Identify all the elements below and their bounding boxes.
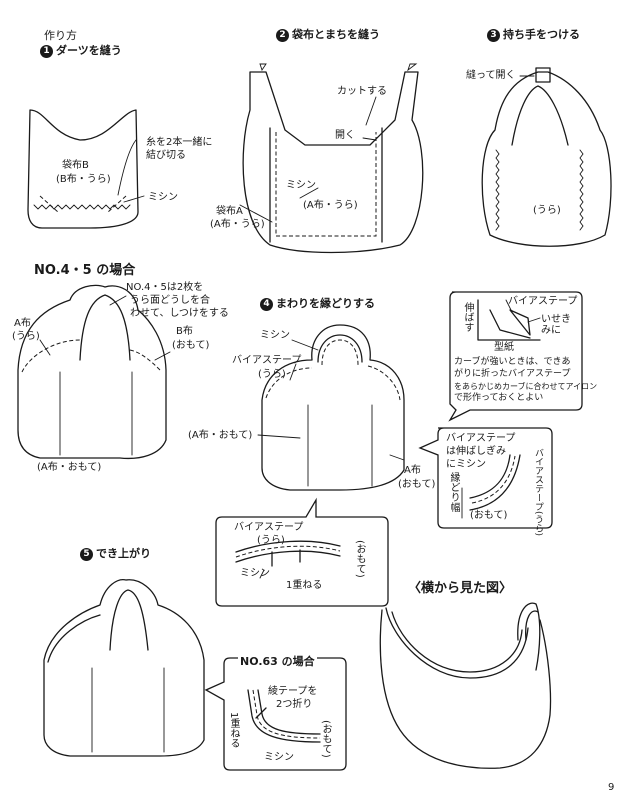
step-4-number: 4 [260, 298, 273, 311]
s2-sew-label: ミシン [286, 180, 316, 191]
n45-note-3: わせて、しつけをする [130, 308, 229, 319]
step-1-title: ダーツを縫う [56, 44, 122, 57]
inset2-bias-ura-label: バイアステープ(うら) [533, 448, 543, 537]
n63-tape-sub: 2つ折り [276, 699, 313, 710]
inset2-width-label: 縁どり幅 [448, 472, 459, 512]
s4-sew-label: ミシン [260, 330, 290, 341]
s3-ura-label: (うら) [533, 205, 561, 216]
n45-b-sub: (おもて) [172, 340, 210, 351]
step-5-number: 5 [80, 548, 93, 561]
n63-overlap-label: 1重ねる [228, 712, 239, 749]
inset1-note-4: で形作っておくとよい [454, 393, 544, 403]
step-1-number: 1 [40, 45, 53, 58]
step-3-title: 持ち手をつける [503, 28, 580, 41]
s4-a-omote-label: (A布・おもて) [188, 430, 253, 441]
n63-omote-label: (おもて) [320, 720, 331, 758]
step-5-title: でき上がり [96, 547, 151, 560]
n45-note-2: うら面どうしを合 [130, 295, 210, 306]
s1-bag-b-sub: (B布・うら) [56, 174, 111, 185]
n45-note-1: NO.4・5は2枚を [126, 282, 204, 293]
s2-bag-a-label: 袋布A [216, 206, 243, 217]
no63-heading: NO.63 の場合 [238, 653, 317, 669]
inset1-note-2: がりに折ったバイアステープ [454, 369, 571, 379]
no45-heading: NO.4・5 の場合 [34, 263, 136, 278]
s4-a-label: A布 [404, 465, 421, 476]
s1-thread-label-1: 糸を2本一緒に [146, 137, 213, 148]
inset3-bias-sub: (うら) [257, 535, 285, 546]
inset2-omote-label: (おもて) [470, 510, 508, 521]
s2-bag-a-sub: (A布・うら) [210, 219, 265, 230]
s2-a-ura-label: (A布・うら) [303, 200, 358, 211]
inset1-stretch-label: 伸ばす [462, 302, 473, 332]
s1-thread-label-2: 結び切る [146, 150, 186, 161]
inset3-sew-label: ミシン [240, 568, 270, 579]
s4-bias-label: バイアステープ [232, 355, 302, 366]
n63-sew-label: ミシン [264, 752, 294, 763]
inset2-note-1: は伸ばしぎみ [446, 446, 506, 457]
side-view-heading: 〈横から見た図〉 [408, 581, 513, 596]
inset3-bias-label: バイアステープ [234, 522, 304, 533]
s1-sew-label: ミシン [148, 192, 178, 203]
inset1-bias-label: バイアステープ [508, 296, 578, 307]
s2-cut-label: カットする [337, 86, 387, 97]
inset1-note-3: をあらかじめカーブに合わせてアイロン [454, 382, 598, 391]
s2-open-label: 開く [335, 130, 355, 141]
step-2-number: 2 [276, 29, 289, 42]
step-4-title: まわりを縁どりする [276, 297, 375, 310]
s4-bias-sub: (うら) [258, 369, 286, 380]
inset3-omote-label: (おもて) [354, 540, 365, 578]
n45-b-label: B布 [176, 326, 193, 337]
s3-sew-open-label: 縫って開く [466, 70, 516, 81]
section-title: 作り方 [44, 29, 77, 42]
s1-bag-b-label: 袋布B [62, 160, 89, 171]
step-2-title: 袋布とまちを縫う [292, 28, 380, 41]
inset1-pattern-label: 型紙 [494, 342, 514, 353]
n45-a-sub: (うら) [12, 331, 40, 342]
page-number: 9 [608, 782, 615, 793]
step-3-number: 3 [487, 29, 500, 42]
inset3-overlap-label: 1重ねる [286, 580, 323, 591]
n63-tape-label: 綾テープを [268, 686, 318, 697]
n45-bottom-label: (A布・おもて) [37, 462, 102, 473]
inset1-ease-label: いせきみに [541, 314, 571, 336]
inset2-note-2: にミシン [446, 459, 486, 470]
n45-a-label: A布 [14, 318, 31, 329]
inset2-bias-label: バイアステープ [446, 433, 516, 444]
s4-a-sub: (おもて) [398, 479, 436, 490]
inset1-note-1: カーブが強いときは、できあ [454, 357, 571, 367]
